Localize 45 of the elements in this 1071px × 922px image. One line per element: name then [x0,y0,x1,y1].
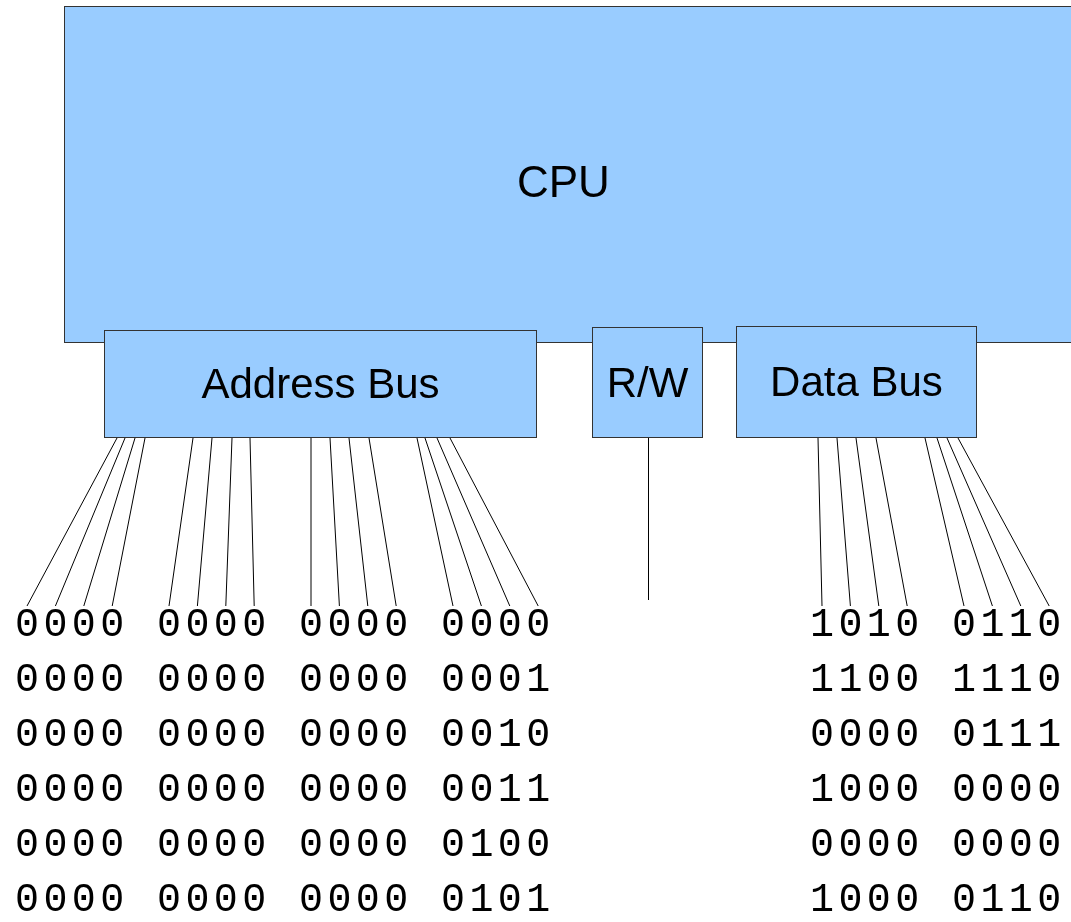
bus-line [936,437,993,607]
binary-value: 0000 0000 0000 0100 [15,826,555,866]
bus-line [368,437,397,607]
binary-value: 0000 0111 [810,716,1066,756]
bus-line [946,437,1022,607]
bus-line [924,437,965,607]
bus-line [817,437,823,607]
binary-value: 0000 0000 0000 0001 [15,661,555,701]
bus-line [424,437,482,607]
binary-value: 0000 0000 0000 0010 [15,716,555,756]
bus-block [104,330,537,438]
control-block [592,327,703,438]
binary-value: 0000 0000 0000 0011 [15,771,555,811]
binary-value: 1000 0110 [810,881,1066,921]
binary-value: 0000 0000 0000 0000 [15,606,555,646]
bus-line [436,437,511,607]
binary-value: 1010 0110 [810,606,1066,646]
node-label: Data Bus [770,358,943,406]
binary-value: 1100 1110 [810,661,1066,701]
bus-line [168,437,194,607]
bus-line [249,437,255,607]
bus-line [54,437,126,607]
bus-line [416,437,454,607]
bus-line [348,437,369,607]
binary-value: 0000 0000 0000 0101 [15,881,555,921]
bus-line [648,437,649,601]
bus-line [83,437,136,607]
binary-value: 1000 0000 [810,771,1066,811]
bus-line [957,437,1050,607]
binary-value: 0000 0000 [810,826,1066,866]
node-label: Address Bus [201,360,440,408]
bus-line [196,437,213,607]
bus-line [111,437,146,607]
node-label: R/W [606,358,689,407]
bus-line [855,437,880,607]
bus-line [836,437,851,607]
bus-line [26,437,118,607]
bus-line [225,437,233,607]
node-label: CPU [517,157,610,207]
bus-line [310,437,312,607]
bus-line [449,437,539,607]
cpu-block [64,6,1071,343]
bus-line [875,437,908,607]
bus-line [329,437,340,607]
bus-block [736,326,977,438]
